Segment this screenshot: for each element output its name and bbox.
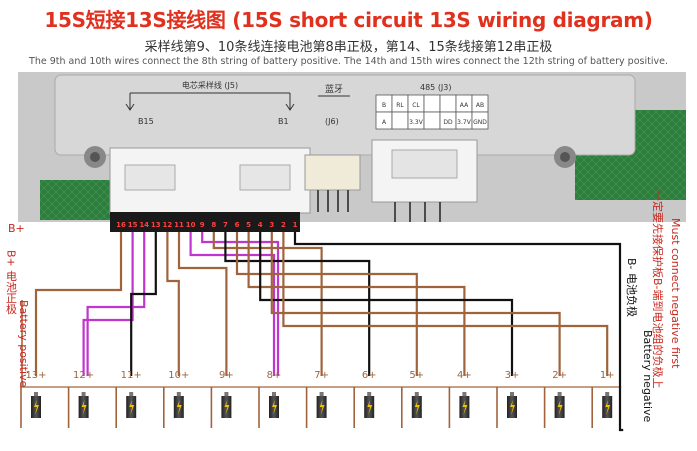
pin-label: 11	[174, 221, 184, 229]
battery-cell: 4+	[457, 370, 472, 418]
battery-cell: 5+	[409, 370, 424, 418]
pin-label: 10	[186, 221, 196, 229]
pin-label: 12	[163, 221, 173, 229]
pin-label: 13	[151, 221, 161, 229]
wire-pin-5	[247, 232, 466, 376]
battery-cell: 13+	[25, 370, 47, 418]
battery-cell: 9+	[219, 370, 234, 418]
battery-cell: 7+	[314, 370, 329, 418]
wire-pin-12	[166, 232, 180, 376]
battery-label: 10+	[168, 370, 189, 381]
battery-cell: 10+	[168, 370, 189, 418]
pin-label: 5	[246, 221, 251, 229]
battery-cell: 8+	[267, 370, 282, 418]
wire-pin-16	[34, 232, 123, 376]
pin-label: 1	[293, 221, 298, 229]
battery-label: 5+	[409, 370, 424, 381]
warning-note: Must connect negative first 一定要先接保护板B-端到…	[651, 190, 682, 389]
right-label-en: Battery negative	[641, 330, 654, 423]
battery-cell: 6+	[362, 370, 377, 418]
conn3-cell: AA	[460, 102, 469, 109]
pin-label: 15	[128, 221, 138, 229]
wire-pin-9	[201, 232, 280, 376]
wire-pin-6	[235, 232, 418, 376]
pin-label: 3	[269, 221, 274, 229]
pin-label: 14	[139, 221, 149, 229]
conn3-cell: RL	[396, 102, 404, 109]
conn3-label: 485 (J3)	[420, 83, 452, 92]
battery-cell: 1+	[600, 370, 615, 418]
conn2-label: 蓝牙	[325, 83, 343, 95]
conn2-sub: (J6)	[325, 117, 339, 126]
battery-cell: 11+	[121, 370, 142, 418]
wire-pin-7	[224, 232, 371, 376]
bms-board: 电芯采样线 (J5) B15 B1 蓝牙 (J6) 485 (J3) B RL CL…	[18, 72, 686, 232]
battery-label: 1+	[600, 370, 615, 381]
battery-label: 6+	[362, 370, 377, 381]
right-label-cn: B- 电池负极	[625, 258, 639, 317]
pin-label: 2	[281, 221, 286, 229]
conn1-label: 电芯采样线 (J5)	[182, 80, 238, 90]
conn1-right-label: B1	[278, 117, 289, 126]
conn3-cell: 3.7V	[457, 119, 472, 126]
warning-cn: 一定要先接保护板B-端到电池组的负极上	[651, 190, 665, 389]
wire-pin-1	[293, 232, 624, 432]
battery-cell: 2+	[552, 370, 567, 418]
battery-label: 3+	[505, 370, 520, 381]
conn3-cell: B	[382, 102, 386, 109]
conn3-cell: DD	[443, 119, 453, 126]
page-title: 15S短接13S接线图 (15S short circuit 13S wirin…	[44, 8, 653, 32]
battery-label: 7+	[314, 370, 329, 381]
battery-string: 13+ 12+ 11+ 10+ 9+ 8+ 7+ 6+ 5+ 4+ 3+ 2+ 1+	[25, 370, 615, 418]
pin-label: 7	[223, 221, 228, 229]
conn3-cell: 3.3V	[409, 119, 424, 126]
wire-pin-15	[82, 232, 134, 376]
wire-pin-3	[270, 232, 561, 376]
left-label-cn: B+ 电池正极	[5, 250, 18, 315]
battery-label: 13+	[25, 370, 46, 381]
wire-pin-10	[189, 232, 276, 376]
subtitle-en: The 9th and 10th wires connect the 8th s…	[29, 56, 668, 67]
pin-label: 8	[211, 221, 216, 229]
battery-cell: 3+	[505, 370, 520, 418]
battery-label: 12+	[73, 370, 94, 381]
battery-cell: 12+	[73, 370, 94, 418]
wire-pin-2	[282, 232, 609, 376]
wire-pin-13	[130, 232, 157, 376]
left-label-en: Battery positive	[17, 300, 30, 388]
battery-label: 4+	[457, 370, 472, 381]
left-label: B+ B+ 电池正极 Battery positive	[5, 222, 31, 388]
battery-label: 8+	[267, 370, 282, 381]
wire-pin-4	[259, 232, 514, 376]
wire-pin-14	[86, 232, 146, 376]
conn3-cell: AB	[476, 102, 484, 109]
conn3-cell: CL	[412, 102, 420, 109]
pin-label: 16	[116, 221, 126, 229]
svg-text:B+: B+	[8, 222, 25, 235]
battery-label: 2+	[552, 370, 567, 381]
pin-label: 6	[235, 221, 240, 229]
conn3-cell: A	[382, 119, 387, 126]
pin-label: 4	[258, 221, 263, 229]
conn3-cell: GND	[473, 119, 487, 126]
battery-label: 9+	[219, 370, 234, 381]
wire-pin-11	[177, 232, 228, 376]
sampling-wires	[20, 232, 624, 432]
right-label: B- 电池负极 Battery negative	[625, 258, 654, 423]
battery-label: 11+	[121, 370, 142, 381]
conn1-left-label: B15	[138, 117, 154, 126]
pin-label: 9	[200, 221, 205, 229]
bluetooth-connector	[304, 154, 361, 191]
subtitle-cn: 采样线第9、10条线连接电池第8串正极，第14、15条线接第12串正极	[144, 40, 553, 55]
wire-pin-8	[212, 232, 323, 376]
warning-en: Must connect negative first	[669, 218, 682, 369]
